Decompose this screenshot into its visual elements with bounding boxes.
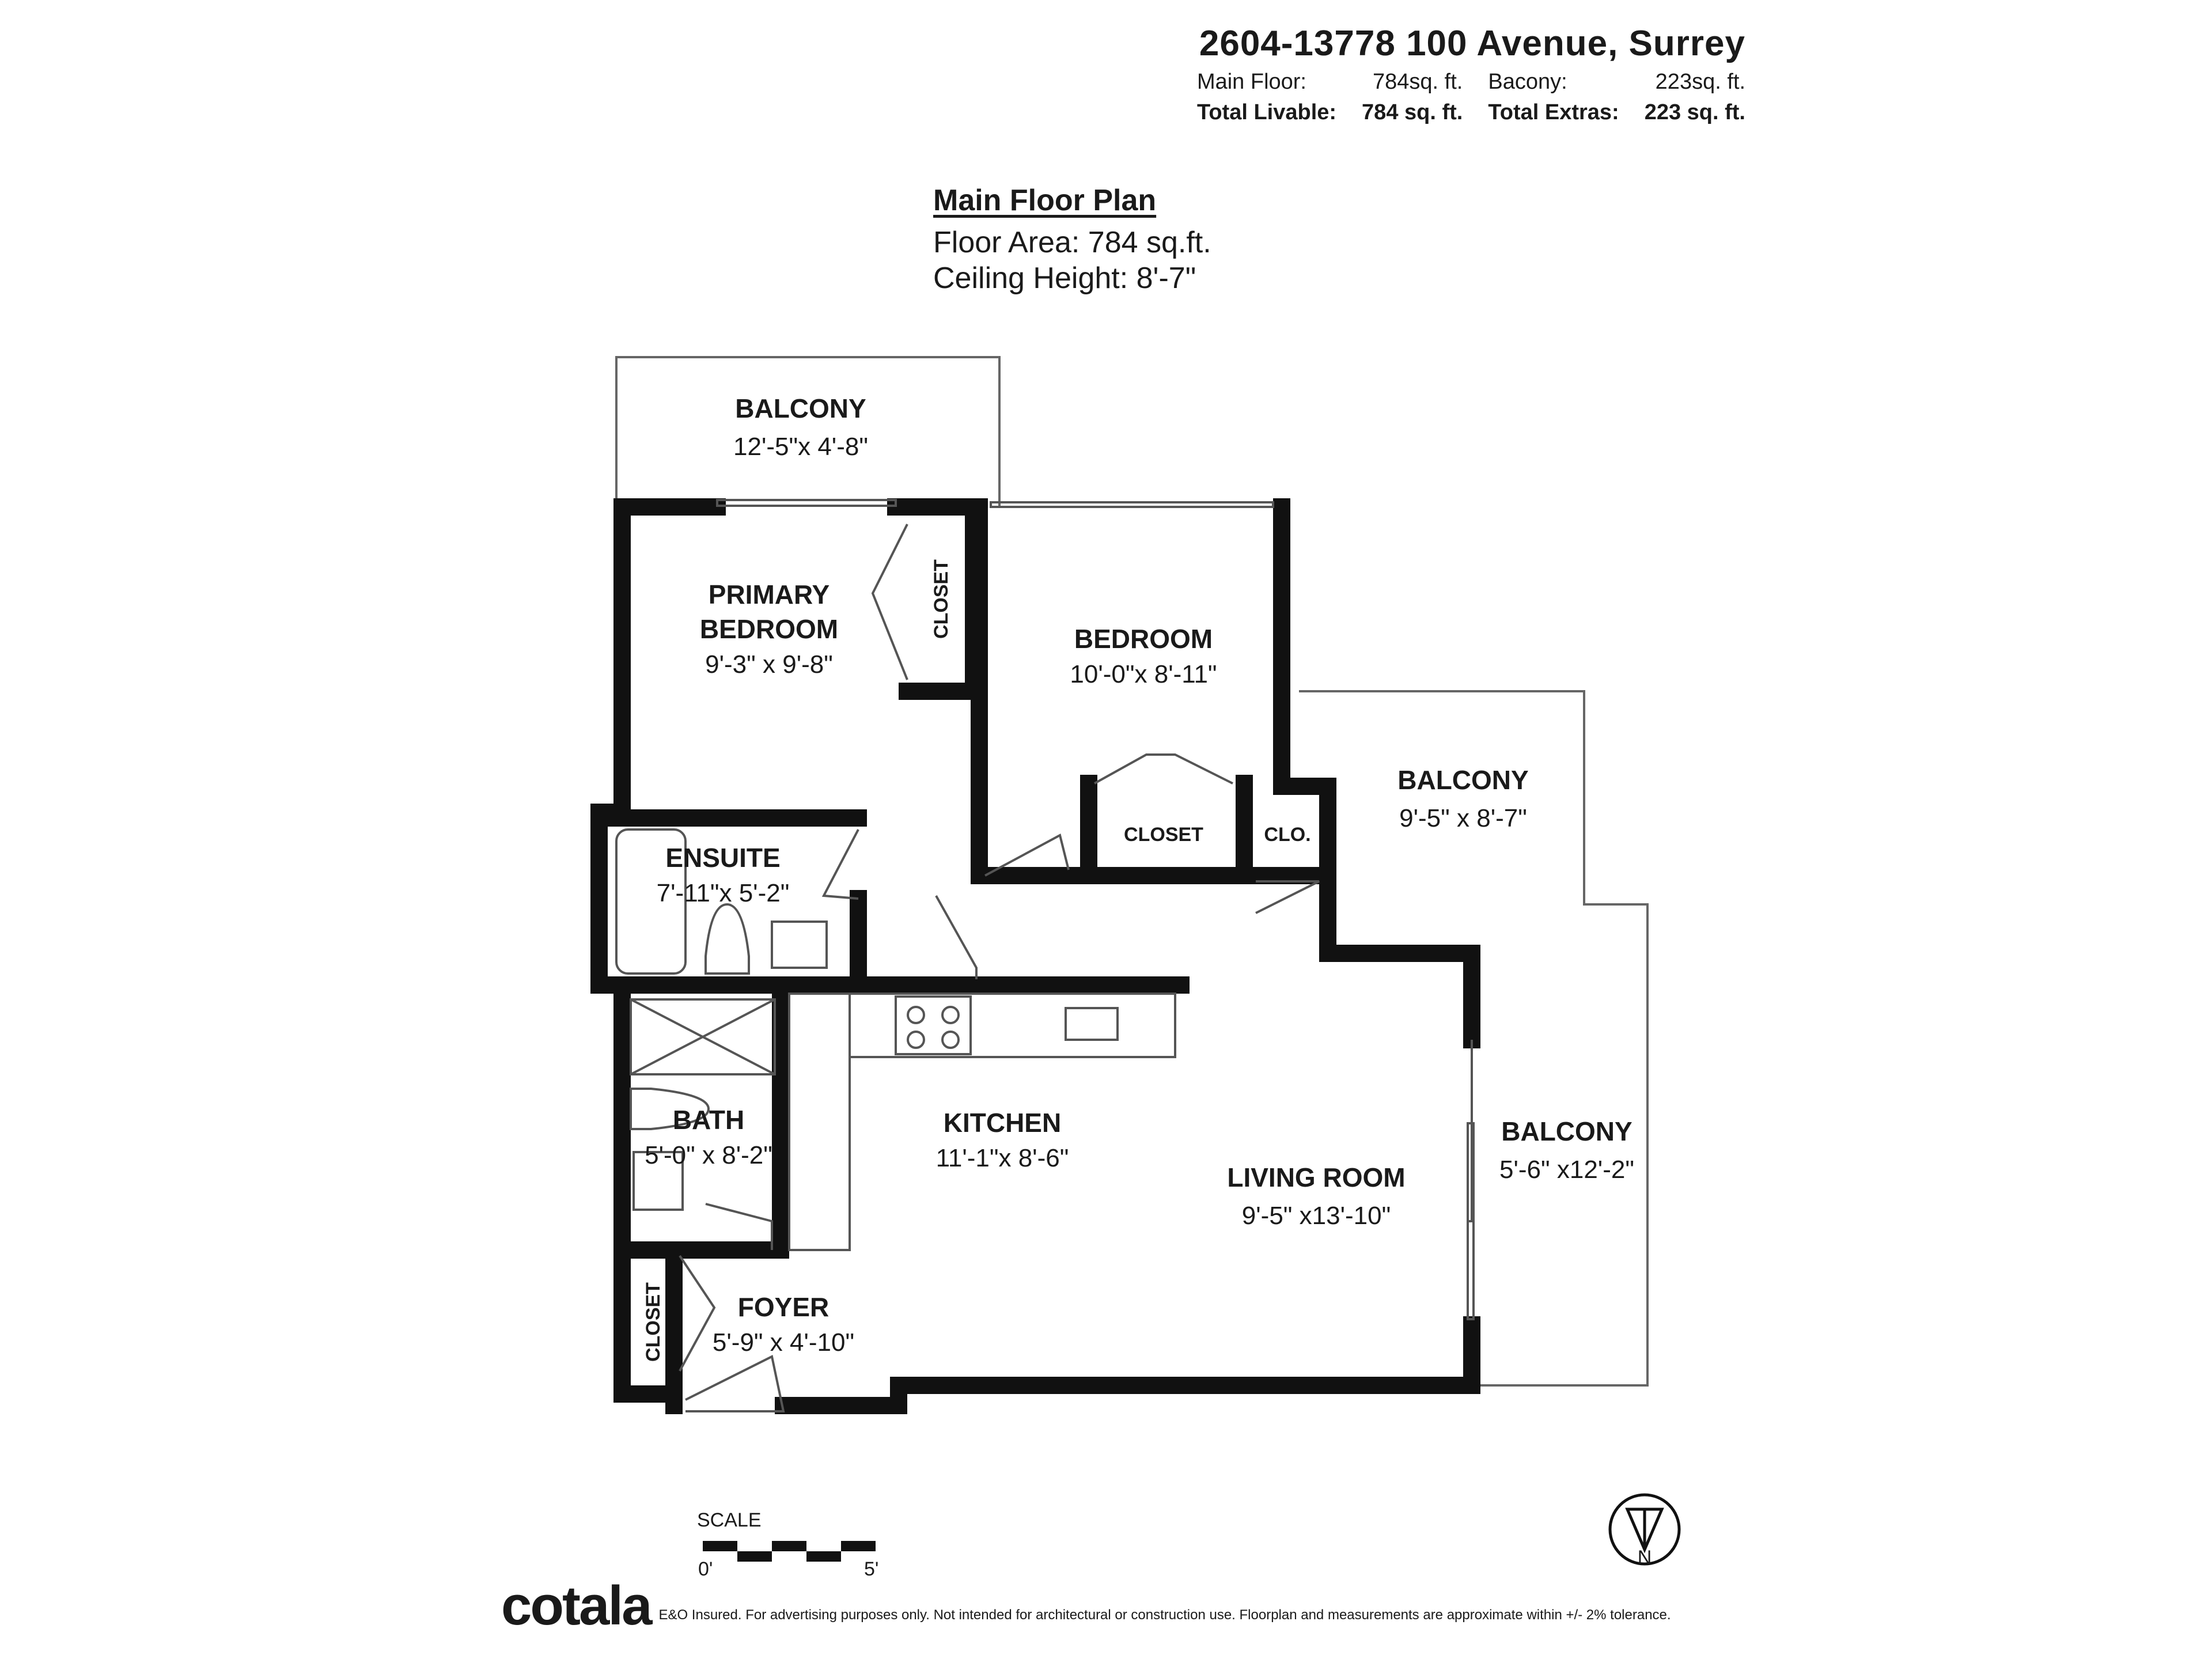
ensuite-dims: 7'-11"x 5'-2" (657, 879, 790, 907)
foyer-dims: 5'-9" x 4'-10" (713, 1328, 854, 1357)
balcony-right-dims: 9'-5" x 8'-7" (1399, 804, 1527, 832)
plan-title: Main Floor Plan (933, 184, 1157, 217)
primary-slider-door (716, 499, 897, 507)
scale-end: 5' (864, 1558, 878, 1580)
floor-area: Floor Area: 784 sq.ft. (933, 226, 1211, 259)
bedroom-closet-label: CLOSET (1124, 824, 1203, 846)
scale-start: 0' (698, 1558, 713, 1580)
kitchen-name: KITCHEN (944, 1108, 1061, 1138)
area-summary: Main Floor: 784sq. ft. Bacony: 223sq. ft… (1197, 70, 1745, 125)
balcony-outlines (615, 356, 1649, 1387)
plan-info: Main Floor Plan Floor Area: 784 sq.ft. C… (933, 183, 1211, 296)
living-room-dims: 9'-5" x13'-10" (1242, 1202, 1391, 1230)
footer: cotala E&O Insured. For advertising purp… (501, 1578, 1671, 1634)
foyer-name: FOYER (738, 1292, 829, 1322)
toilet-bath-icon (630, 1088, 710, 1130)
bath-dims: 5'-0" x 8'-2" (645, 1141, 772, 1169)
burner-4-icon (941, 1031, 960, 1049)
bacony-label: Bacony: (1488, 70, 1567, 94)
bedroom-slider-door (990, 501, 1274, 508)
entry-door-icon (685, 1355, 785, 1412)
primary-closet-door-icon (871, 524, 908, 680)
balcony-top-dims: 12'-5"x 4'-8" (733, 433, 868, 461)
north-label: N (1638, 1547, 1652, 1569)
burner-1-icon (907, 1006, 925, 1024)
ensuite-entry-door-icon (935, 895, 978, 979)
north-arrow-icon (1608, 1493, 1681, 1566)
bacony-value: 223sq. ft. (1655, 70, 1745, 94)
shower-diagonal2-icon (630, 998, 775, 1075)
living-room-name: LIVING ROOM (1227, 1162, 1405, 1192)
kitchen-tall-cabinet-icon (788, 993, 851, 1251)
balcony-right-outline (1299, 690, 1649, 1387)
bedroom-door-icon (984, 834, 1070, 877)
disclaimer: E&O Insured. For advertising purposes on… (658, 1607, 1671, 1623)
total-livable-value: 784 sq. ft. (1362, 100, 1463, 124)
primary-bedroom-dims: 9'-3" x 9'-8" (705, 650, 833, 679)
outer-wall-living-right (775, 1316, 1480, 1414)
ceiling-height: Ceiling Height: 8'-7" (933, 262, 1196, 295)
property-header: 2604-13778 100 Avenue, Surrey Main Floor… (1197, 23, 1745, 125)
ensuite-name: ENSUITE (665, 843, 780, 873)
foyer-closet-label: CLOSET (642, 1282, 664, 1362)
scale-label: SCALE (697, 1509, 762, 1531)
fixtures (615, 499, 1475, 1412)
primary-closet-label: CLOSET (930, 559, 952, 639)
balcony-right-name: BALCONY (1397, 765, 1528, 795)
total-extras-label: Total Extras: (1488, 100, 1619, 124)
walls (590, 498, 1480, 1414)
bedroom-name: BEDROOM (1074, 624, 1213, 654)
ensuite-door-icon (821, 829, 859, 900)
primary-bedroom-name-1: PRIMARY (709, 579, 830, 609)
main-floor-value: 784sq. ft. (1373, 70, 1463, 94)
clo-closet-label: CLO. (1264, 824, 1310, 846)
balcony-top-name: BALCONY (735, 393, 866, 423)
closet-wall-primary (899, 498, 982, 700)
property-address: 2604-13778 100 Avenue, Surrey (1199, 24, 1745, 63)
total-livable-label: Total Livable: (1196, 100, 1337, 124)
shower-icon (630, 998, 776, 1075)
balcony-top-outline (615, 356, 1001, 507)
kitchen-counter-icon (849, 993, 1176, 1058)
ensuite-sink-icon (771, 921, 828, 969)
primary-bedroom-name-2: BEDROOM (700, 614, 838, 644)
total-extras-value: 223 sq. ft. (1644, 100, 1745, 124)
kitchen-dims: 11'-1"x 8'-6" (936, 1144, 1069, 1172)
balcony-lower-name: BALCONY (1501, 1116, 1632, 1146)
kitchen-sink-icon (1065, 1007, 1119, 1041)
balcony-lower-dims: 5'-6" x12'-2" (1499, 1156, 1634, 1184)
scale-bar (703, 1541, 876, 1562)
bath-door-icon (705, 1203, 773, 1250)
foyer-closet-door-icon (679, 1255, 716, 1372)
toilet-ensuite-icon (704, 903, 750, 975)
burner-2-icon (941, 1006, 960, 1024)
outer-wall-left-lower (613, 976, 683, 1414)
bath-sink-icon (632, 1151, 684, 1211)
bathtub-icon (615, 828, 687, 975)
cotala-logo: cotala (501, 1575, 652, 1637)
bedroom-dims: 10'-0"x 8'-11" (1070, 660, 1217, 688)
clo-door-icon (1255, 880, 1320, 914)
burner-3-icon (907, 1031, 925, 1049)
bedroom-closet-door-icon (1094, 753, 1233, 785)
main-floor-label: Main Floor: (1196, 70, 1306, 94)
living-slider-door-lower (1467, 1220, 1475, 1320)
cooktop-icon (895, 995, 972, 1055)
bath-name: BATH (673, 1105, 744, 1135)
